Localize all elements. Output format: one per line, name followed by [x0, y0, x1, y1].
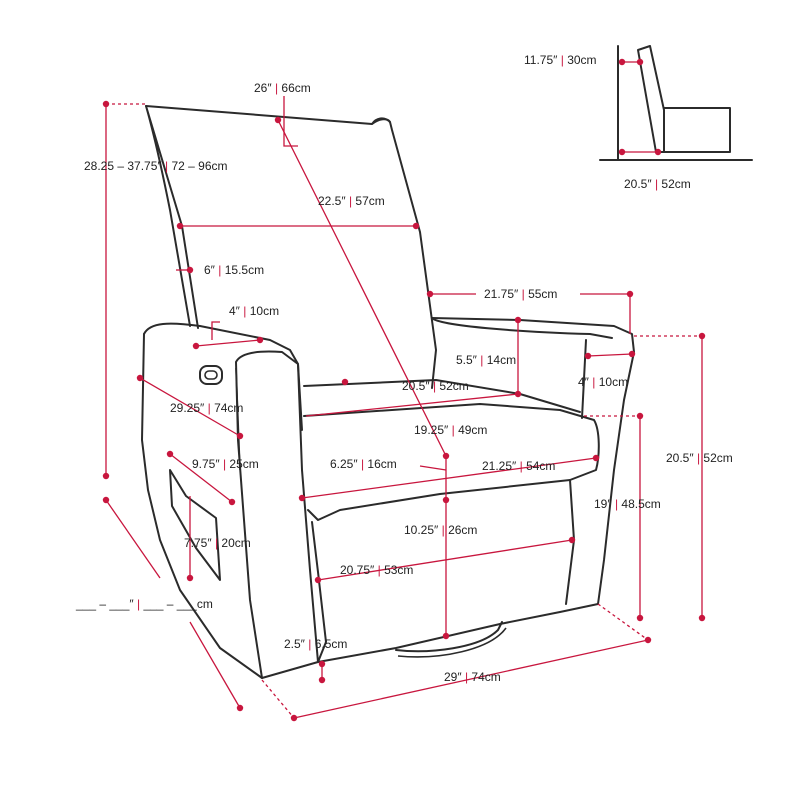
swivel-base	[395, 621, 503, 653]
label-front-rail: 9.75″ | 25cm	[192, 457, 259, 471]
label-seat-depth-back: 20.5″ | 52cm	[402, 379, 469, 393]
seat-cushion	[303, 403, 600, 521]
recliner-chair	[141, 105, 635, 679]
label-arm-thickness: 5.5″ | 14cm	[456, 353, 516, 367]
dimension-lines	[102, 58, 706, 722]
label-arm-length: 29.25″ | 74cm	[170, 401, 243, 415]
label-blank-dimension: ___ – ___″ | ___ – ___cm	[75, 597, 213, 611]
label-base-clearance: 2.5″ | 6.5cm	[284, 637, 347, 651]
label-seat-to-floor: 10.25″ | 26cm	[404, 523, 477, 537]
label-seat-depth: 19.25″ | 49cm	[414, 423, 487, 437]
label-top-width: 26″ | 66cm	[254, 81, 311, 95]
label-arm-to-seat: 7.75″ | 20cm	[184, 536, 251, 550]
backrest-front	[145, 105, 437, 389]
label-seat-height: 19″ | 48.5cm	[594, 497, 661, 511]
left-arm-top	[143, 322, 303, 431]
label-wall-distance: 20.5″ | 52cm	[624, 177, 691, 191]
right-arm-inner	[431, 317, 613, 419]
label-cushion-height: 6.25″ | 16cm	[330, 457, 397, 471]
backrest-side	[145, 105, 199, 329]
label-overall-width: 29″ | 74cm	[444, 670, 501, 684]
label-back-height: 28.25 – 37.75″ | 72 – 96cm	[84, 159, 228, 173]
label-back-width: 22.5″ | 57cm	[318, 194, 385, 208]
label-recline-clearance: 11.75″ | 30cm	[524, 53, 597, 67]
label-seat-width: 21.25″ | 54cm	[482, 459, 555, 473]
left-arm-outer	[141, 333, 263, 679]
backrest-headtop	[371, 117, 391, 125]
label-arm-height-side: 21.75″ | 55cm	[484, 287, 557, 301]
side-profile-inset	[599, 45, 753, 161]
left-arm-panel	[235, 367, 241, 471]
left-arm-front	[235, 350, 319, 679]
label-back-depth: 6″ | 15.5cm	[204, 263, 264, 277]
label-arm-top-width: 4″ | 10cm	[229, 304, 279, 318]
recline-handle	[199, 365, 223, 385]
label-arm-front-width: 4″ | 10cm	[578, 375, 628, 389]
label-arm-height: 20.5″ | 52cm	[666, 451, 733, 465]
swivel-base-inner	[397, 627, 507, 658]
side-notch	[169, 469, 221, 581]
label-front-width: 20.75″ | 53cm	[340, 563, 413, 577]
dimension-labels: 26″ | 66cm 28.25 – 37.75″ | 72 – 96cm 22…	[75, 53, 733, 684]
seat-back-line	[303, 379, 581, 413]
